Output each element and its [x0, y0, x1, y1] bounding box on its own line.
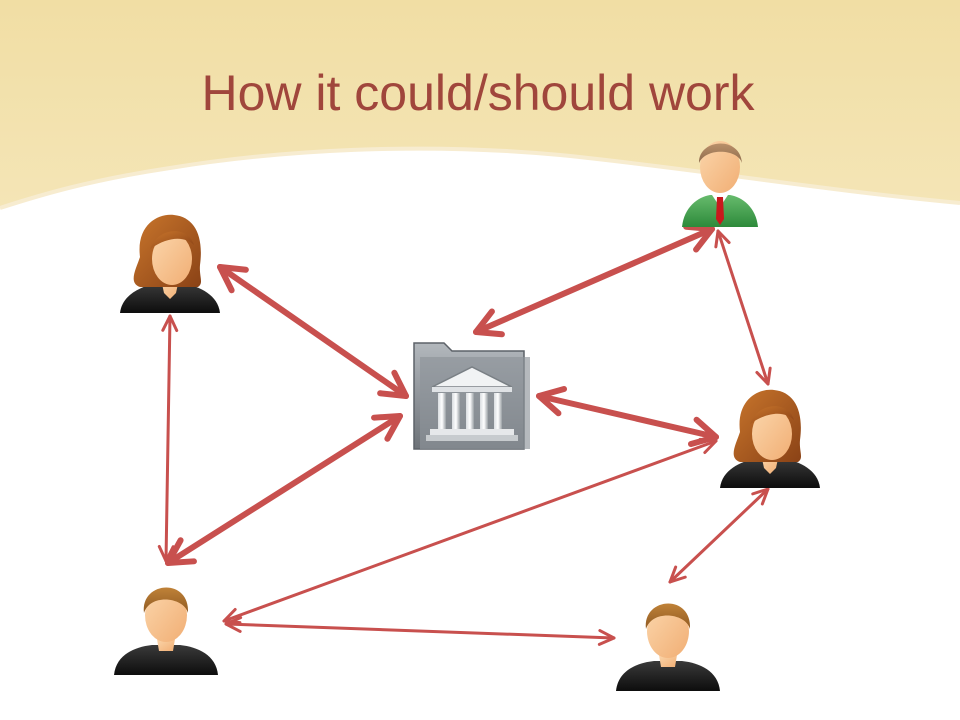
edge-person-bottom-left-to-person-bottom-right: [224, 616, 616, 646]
person-bottom-right-icon: [616, 603, 720, 691]
arrowhead: [597, 629, 616, 646]
arrowhead: [222, 608, 242, 625]
person-right-icon: [720, 389, 820, 488]
arrowhead: [714, 229, 731, 249]
arrowhead: [683, 223, 715, 253]
person-top-left-icon: [120, 214, 220, 313]
edges-layer: [157, 223, 772, 646]
arrowhead: [668, 565, 687, 584]
header-band-edge: [0, 146, 960, 210]
edge-manager-top-right-to-institution-center: [473, 223, 715, 338]
arrowhead: [536, 386, 568, 417]
edge-person-right-to-person-bottom-left: [222, 437, 718, 625]
edge-institution-center-to-person-bottom-left: [165, 413, 403, 566]
arrowhead: [161, 314, 179, 333]
arrowhead: [371, 413, 403, 442]
arrowhead: [687, 416, 719, 447]
arrowhead: [224, 616, 243, 633]
manager-top-right-icon: [682, 141, 758, 227]
person-bottom-left-icon: [114, 587, 218, 675]
arrowhead: [377, 369, 409, 399]
arrowhead: [217, 264, 249, 294]
slide-title: How it could/should work: [201, 65, 755, 121]
arrowhead: [157, 544, 175, 563]
arrowhead: [698, 437, 718, 454]
arrowhead: [165, 537, 197, 566]
institution-icon: [413, 342, 530, 450]
arrowhead: [755, 366, 772, 386]
edge-person-top-left-to-institution-center: [217, 264, 409, 399]
arrowhead: [473, 308, 505, 338]
arrowhead: [751, 487, 770, 506]
edge-person-right-to-person-bottom-right: [668, 487, 770, 584]
edge-person-top-left-to-person-bottom-left: [157, 314, 179, 563]
edge-institution-center-to-person-right: [536, 386, 719, 447]
edge-manager-top-right-to-person-right: [714, 229, 772, 386]
